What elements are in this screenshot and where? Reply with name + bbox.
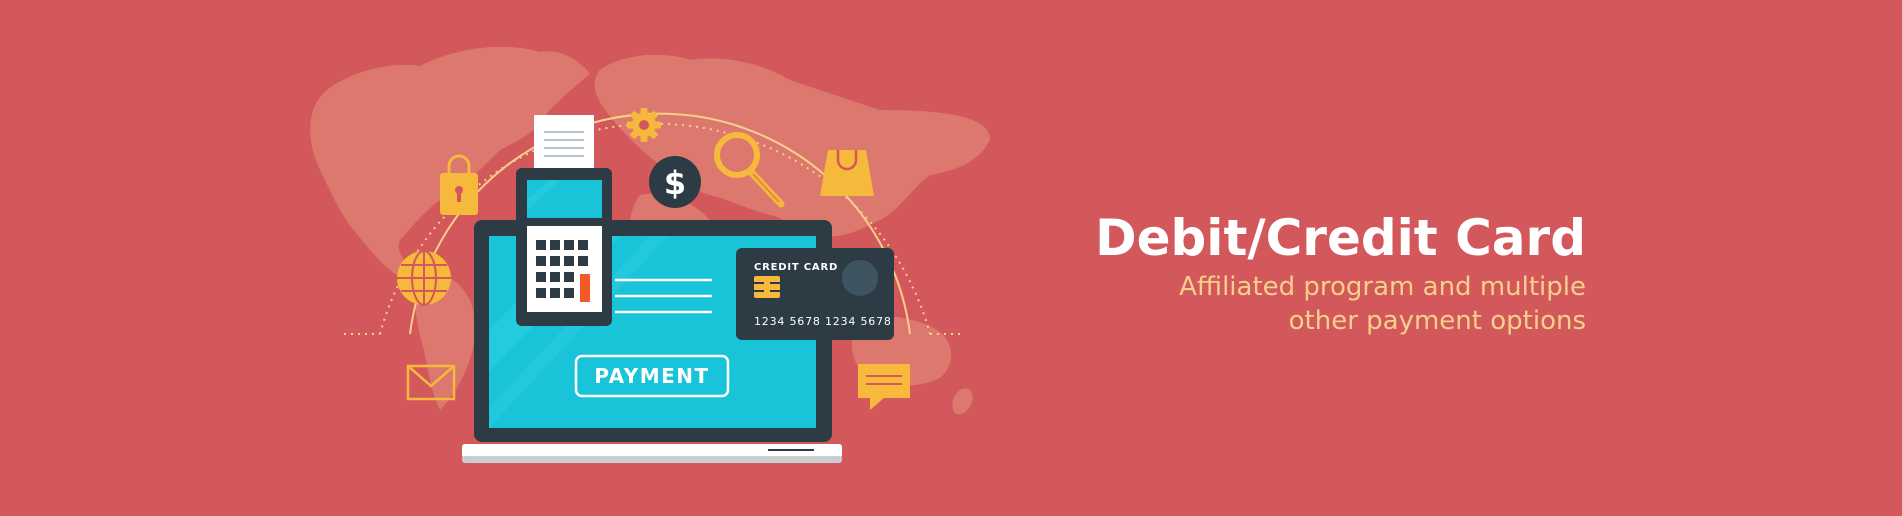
card-number: 1234 5678 1234 5678 [754, 315, 892, 328]
receipt-icon [534, 115, 594, 175]
page-subtitle: Affiliated program and multiple other pa… [1179, 270, 1586, 338]
envelope-icon [406, 364, 456, 401]
search-icon [714, 132, 785, 208]
subtitle-line-1: Affiliated program and multiple [1179, 272, 1586, 302]
credit-card-icon: CREDIT CARD 1234 5678 1234 5678 [736, 248, 894, 340]
inner-solid-arc [409, 112, 911, 335]
calculator-icon [516, 168, 612, 326]
page-title: Debit/Credit Card [1095, 209, 1586, 267]
subtitle-line-2: other payment options [1288, 306, 1586, 336]
chat-bubble-icon [858, 364, 910, 410]
payment-button[interactable]: PAYMENT [574, 354, 730, 398]
dollar-symbol: $ [664, 164, 686, 202]
gear-icon [627, 108, 661, 142]
globe-icon [397, 250, 451, 306]
lock-icon [440, 154, 478, 215]
dollar-icon: $ [649, 156, 701, 208]
card-label: CREDIT CARD [754, 262, 838, 273]
chip-icon [754, 276, 780, 298]
shopping-bag-icon [820, 150, 874, 196]
payment-illustration: $ [310, 46, 990, 463]
payment-button-label: PAYMENT [594, 364, 709, 388]
